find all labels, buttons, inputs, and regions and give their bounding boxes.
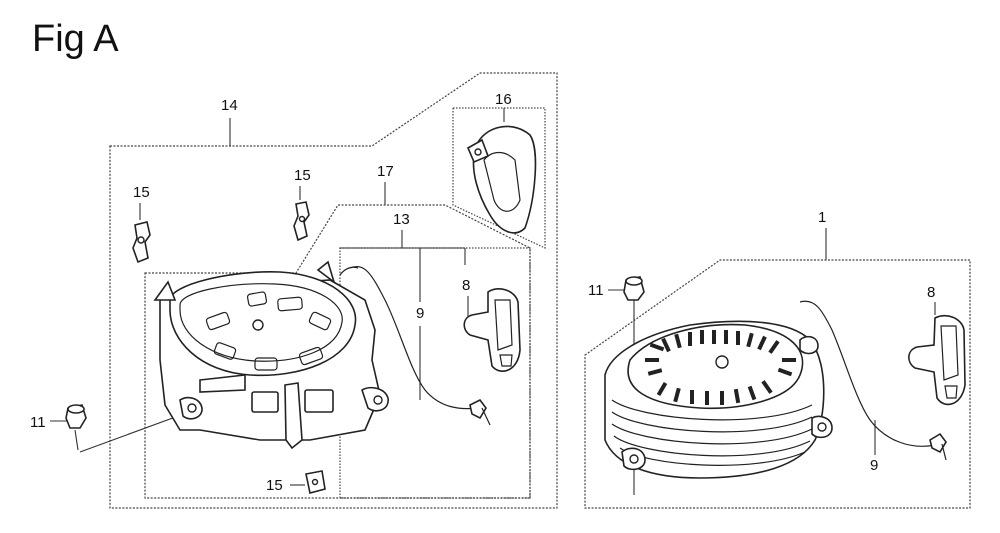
callout-14: 14 <box>221 97 238 114</box>
callout-16: 16 <box>495 91 512 108</box>
recoil-starter-housing-right <box>604 320 833 479</box>
callout-15-left: 15 <box>133 184 150 201</box>
rope-left-upper <box>339 266 359 276</box>
recoil-starter-housing-left <box>153 260 389 450</box>
starter-rope-left <box>349 266 479 410</box>
callout-9-right: 9 <box>870 457 878 474</box>
flange-bolt-11-left <box>65 404 87 429</box>
rope-end-knot-left <box>469 398 491 426</box>
starter-handle-8-right <box>908 314 966 406</box>
flange-bolt-11-right <box>623 276 645 301</box>
callout-13: 13 <box>393 211 410 228</box>
callout-8-right: 8 <box>927 284 935 301</box>
callout-1: 1 <box>818 209 826 226</box>
assembly-14-frame <box>109 72 558 509</box>
starter-cover-16-part <box>466 125 537 234</box>
callout-15-bottom: 15 <box>266 477 283 494</box>
starter-handle-8-left <box>463 288 521 372</box>
callout-15-top: 15 <box>294 167 311 184</box>
starter-rope-right <box>799 300 936 447</box>
leader-13 <box>340 230 466 265</box>
leader-11-left-drop <box>74 429 79 451</box>
assembly-13-frame <box>339 247 531 499</box>
assembly-17-frame <box>144 204 531 499</box>
callout-17: 17 <box>377 163 394 180</box>
rope-end-knot-right <box>929 432 947 461</box>
callout-9-left: 9 <box>416 305 424 322</box>
clip-15-top-part <box>293 201 310 242</box>
grip-16-frame <box>452 107 546 249</box>
assembly-1-frame <box>584 259 971 509</box>
callout-8-left: 8 <box>462 277 470 294</box>
vent-slots <box>645 330 796 405</box>
callout-11-right: 11 <box>588 282 604 299</box>
clip-15-bottom-part <box>305 470 326 494</box>
clip-15-left-part <box>132 221 151 264</box>
callout-11-left: 11 <box>30 414 46 431</box>
figure-title: Fig A <box>32 18 119 60</box>
